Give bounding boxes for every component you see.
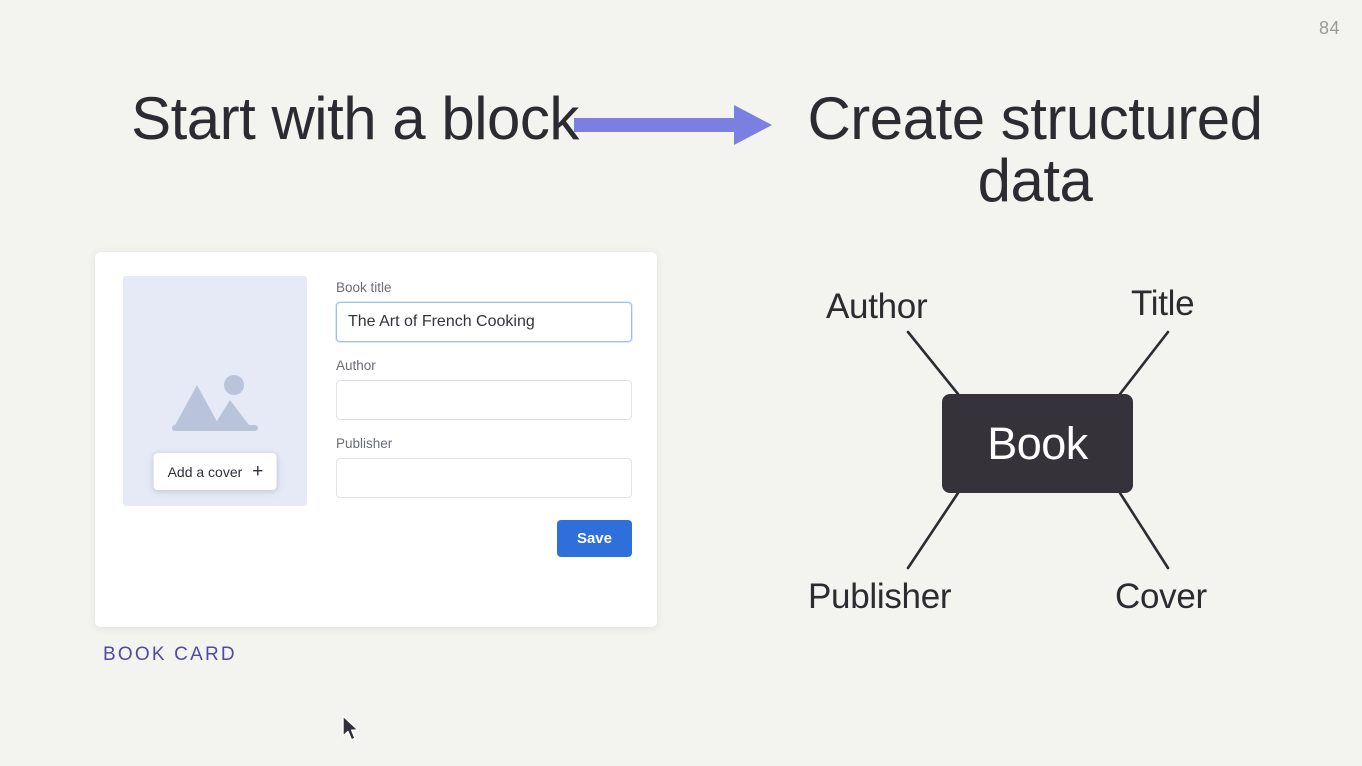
book-title-input[interactable]: [336, 302, 632, 342]
diagram-node-book: Book: [942, 394, 1133, 493]
publisher-input[interactable]: [336, 458, 632, 498]
diagram-label-author: Author: [826, 287, 928, 326]
heading-left: Start with a block: [131, 85, 579, 152]
image-placeholder-icon: [172, 375, 258, 431]
add-cover-label: Add a cover: [167, 463, 243, 480]
diagram-label-title: Title: [1131, 284, 1195, 323]
field-group-book-title: Book title: [336, 280, 632, 342]
field-group-author: Author: [336, 358, 632, 420]
field-group-publisher: Publisher: [336, 436, 632, 498]
book-title-label: Book title: [336, 280, 392, 295]
author-label: Author: [336, 358, 376, 373]
author-input[interactable]: [336, 380, 632, 420]
cover-upload-area[interactable]: Add a cover +: [123, 276, 307, 506]
plus-icon: +: [252, 461, 264, 482]
diagram-label-publisher: Publisher: [808, 577, 952, 616]
page-number: 84: [1318, 18, 1340, 38]
book-form: Book title Author Publisher Save: [336, 280, 632, 557]
publisher-label: Publisher: [336, 436, 393, 451]
heading-right: Create structured data: [807, 85, 1263, 215]
book-card: Add a cover + Book title Author Publishe…: [95, 252, 657, 741]
structured-data-diagram: Author Title Book Publisher Cover: [790, 270, 1260, 630]
right-arrow-icon: [574, 105, 772, 145]
book-card-caption: BOOK CARD: [103, 644, 237, 665]
save-row: Save: [336, 520, 632, 557]
diagram-node-book-label: Book: [987, 417, 1088, 469]
save-button[interactable]: Save: [556, 520, 632, 557]
add-cover-button[interactable]: Add a cover +: [153, 453, 277, 490]
diagram-connector-lines: [906, 330, 1170, 570]
mouse-cursor-icon: [342, 715, 359, 741]
diagram-label-cover: Cover: [1115, 577, 1207, 616]
